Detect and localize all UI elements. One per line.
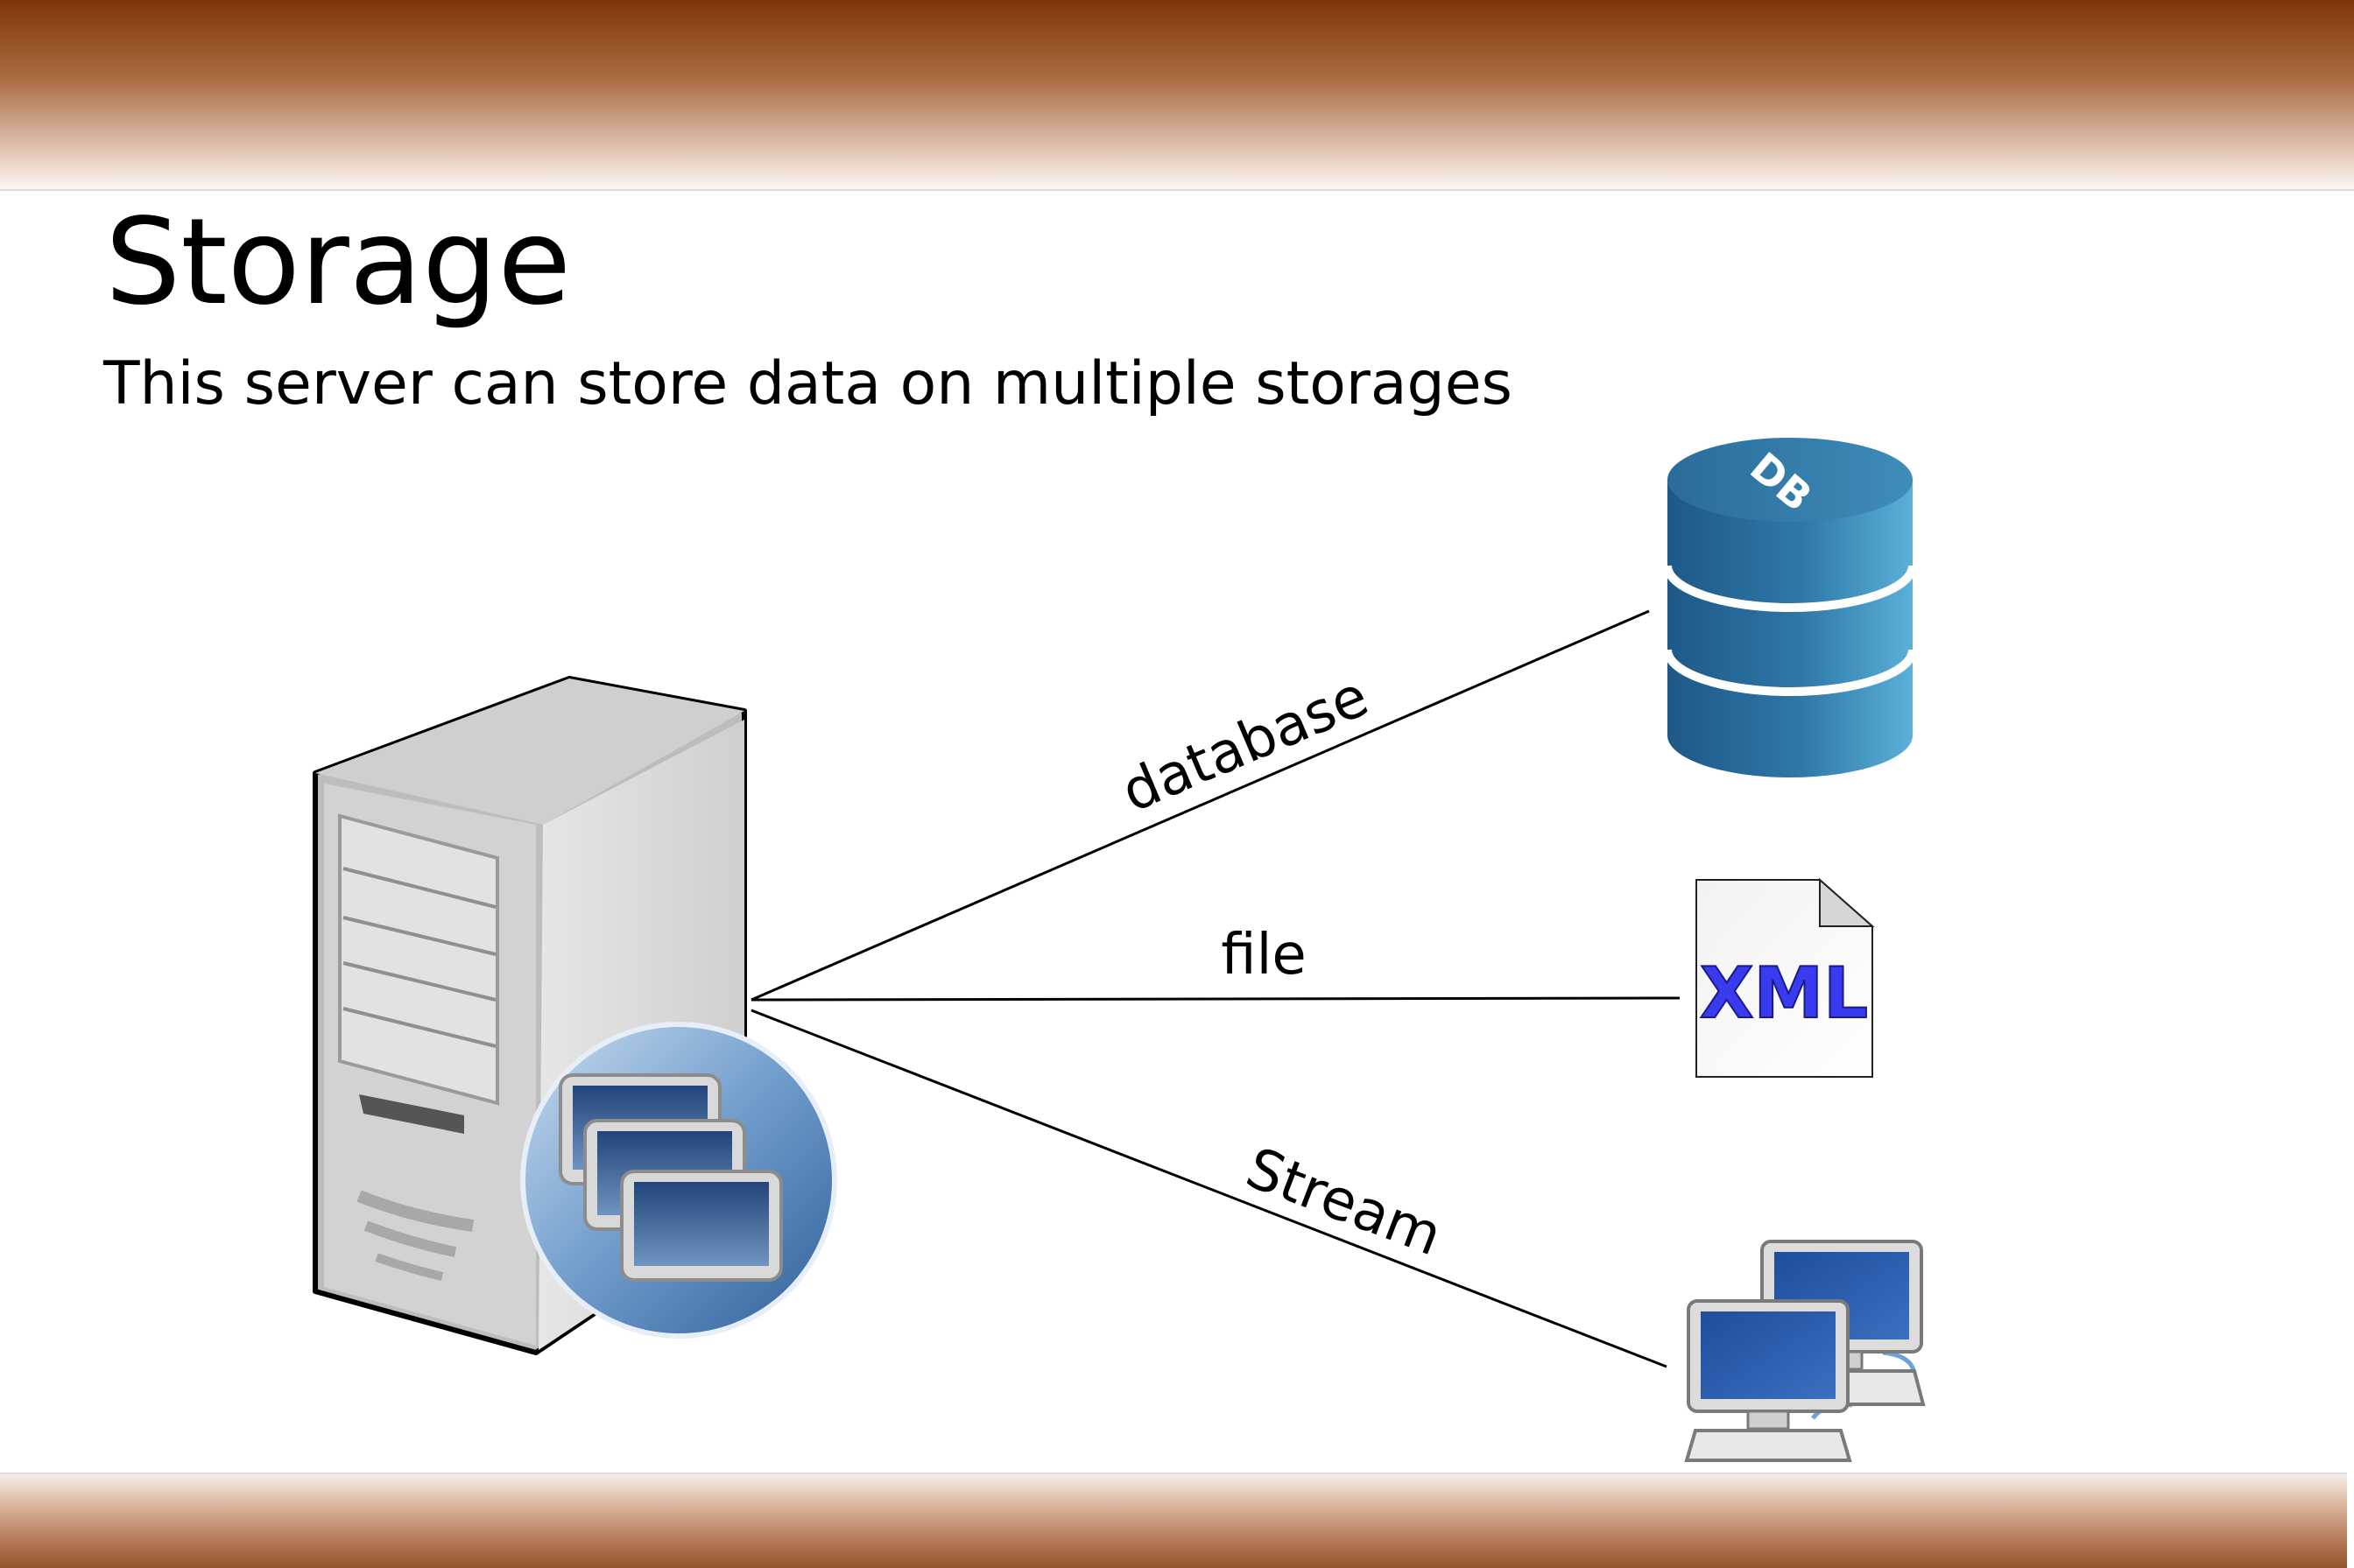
- page-title: Storage: [105, 193, 572, 332]
- file-connection-line: [751, 996, 1681, 1002]
- file-connection-label: file: [1221, 923, 1306, 988]
- xml-file-icon: XML: [1695, 877, 1875, 1078]
- database-connection-line: [751, 609, 1650, 1002]
- network-computers-icon: [1684, 1240, 1926, 1462]
- bottom-footer-band: [0, 1473, 2347, 1568]
- stream-connection-line: [751, 1009, 1667, 1368]
- page-subtitle: This server can store data on multiple s…: [103, 349, 1512, 418]
- top-header-band: [0, 0, 2354, 191]
- database-icon: DB: [1663, 438, 1917, 777]
- xml-file-label: XML: [1700, 953, 1868, 1034]
- server-apps-badge-icon: [520, 1022, 837, 1339]
- stream-connection-label: Stream: [1237, 1136, 1450, 1269]
